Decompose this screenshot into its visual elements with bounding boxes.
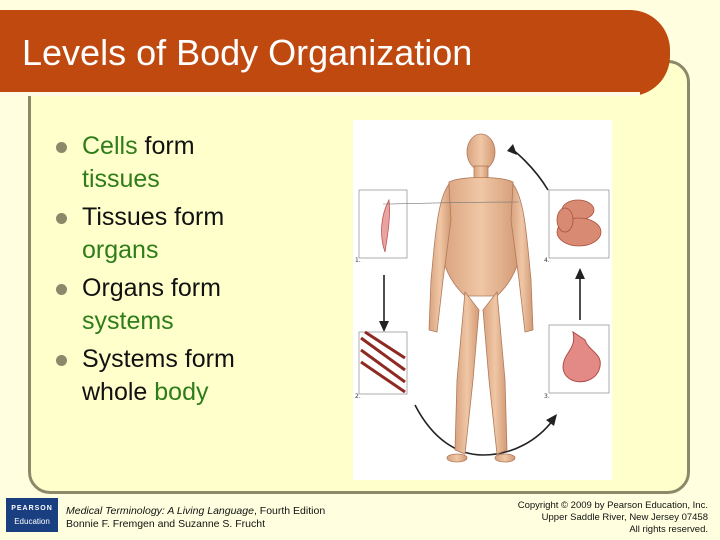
footer-copyright: Copyright © 2009 by Pearson Education, I… [517, 500, 708, 535]
figure-label-4: 4. [544, 257, 550, 264]
bullet-icon [56, 355, 67, 366]
digestive-system-icon [556, 199, 602, 247]
arrow-head-top [507, 144, 517, 155]
tissue-icon [360, 330, 406, 394]
arrow-head-bottom [546, 414, 557, 426]
slide-title: Levels of Body Organization [22, 32, 473, 73]
bullet-icon [56, 284, 67, 295]
bullet-icon [56, 142, 67, 153]
human-body-icon [428, 133, 534, 463]
figure-label-2: 2. [355, 393, 361, 400]
body-organization-figure: 1. 2. 3. 4. 5. [353, 120, 612, 480]
bullet-item: Systems form whole body [56, 343, 326, 409]
figure-label-1: 1. [355, 257, 361, 264]
bullet-item: Organs form systems [56, 272, 326, 338]
figure-label-3: 3. [544, 393, 550, 400]
arrow-cycle-bottom [414, 404, 554, 456]
body-organization-illustration: 1. 2. 3. 4. 5. [355, 133, 610, 463]
bullet-item: Cells form tissues [56, 130, 326, 196]
arrow-head-left [379, 321, 389, 332]
cell-icon [381, 198, 390, 253]
title-underline [0, 92, 640, 96]
bullet-item: Tissues form organs [56, 201, 326, 267]
stomach-icon [562, 330, 601, 383]
arrow-head-right [575, 268, 585, 279]
bullet-icon [56, 213, 67, 224]
publisher-logo: PEARSON Education [6, 498, 58, 532]
leader-line [382, 201, 520, 205]
bullet-list: Cells form tissues Tissues form organs O… [56, 130, 326, 414]
arrow-cycle-top [512, 149, 549, 191]
title-bar [0, 10, 670, 96]
footer-book-info: Medical Terminology: A Living Language, … [66, 505, 326, 530]
